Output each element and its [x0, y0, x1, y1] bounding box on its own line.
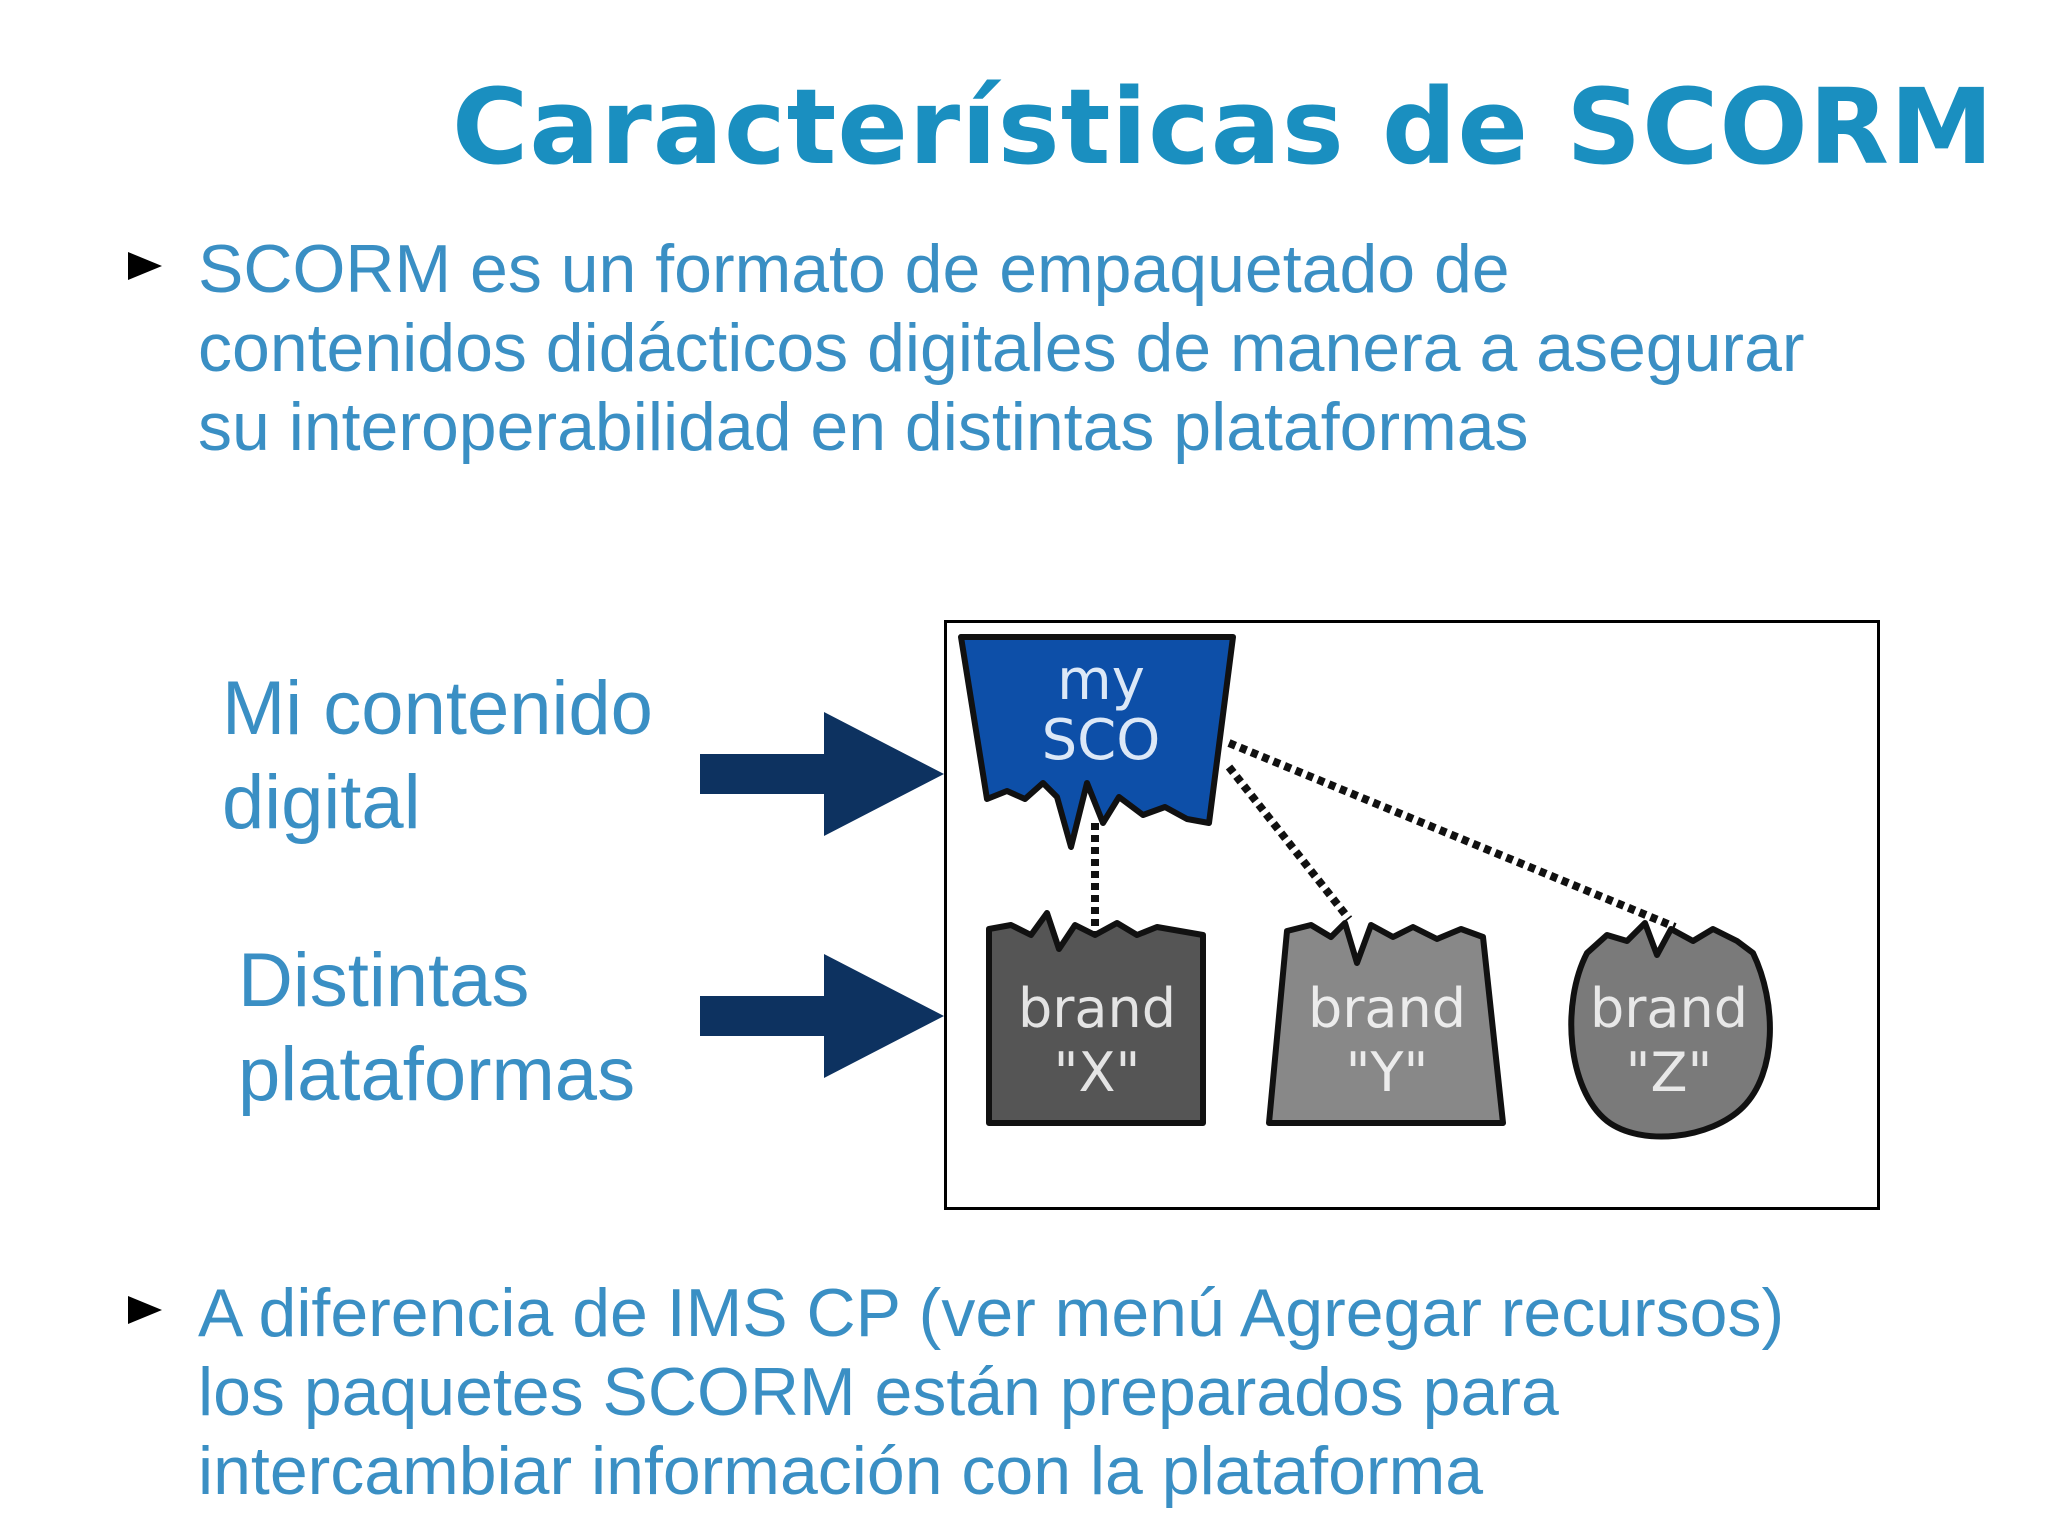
- bullet-text: A diferencia de IMS CP (ver menú Agregar…: [198, 1274, 1998, 1511]
- connector-lines: [1091, 739, 1677, 935]
- bullet-triangle-icon: [128, 1296, 162, 1324]
- brand-z-shape: brand "Z": [1568, 920, 1773, 1140]
- label-platforms: Distintas plataformas: [238, 934, 635, 1122]
- brand-z-line2: "Z": [1626, 1041, 1713, 1104]
- label-line: Mi contenido: [222, 666, 653, 751]
- sco-label-line1: my: [1057, 648, 1145, 713]
- brand-z-line1: brand: [1590, 977, 1748, 1040]
- label-line: Distintas: [238, 938, 530, 1023]
- bullet-text: SCORM es un formato de empaquetado de co…: [198, 230, 1998, 467]
- bullet-line: los paquetes SCORM están preparados para: [198, 1354, 1559, 1430]
- scorm-diagram-graphic: my SCO brand "X" brand "Y" brand "Z": [958, 634, 1773, 1140]
- label-line: plataformas: [238, 1032, 636, 1117]
- bullet-triangle-icon: [128, 252, 162, 280]
- arrow-right-icon: [700, 954, 944, 1078]
- brand-x-line2: "X": [1054, 1041, 1141, 1104]
- bullet-line: su interoperabilidad en distintas plataf…: [198, 389, 1529, 465]
- brand-y-line1: brand: [1308, 977, 1466, 1040]
- arrow-right-icon: [700, 712, 944, 836]
- bullet-line: A diferencia de IMS CP (ver menú Agregar…: [198, 1275, 1785, 1351]
- brand-x-shape: brand "X": [986, 910, 1206, 1126]
- bullet-line: contenidos didácticos digitales de maner…: [198, 310, 1805, 386]
- slide-title: Características de SCORM: [452, 66, 1995, 188]
- brand-y-shape: brand "Y": [1266, 920, 1506, 1126]
- scorm-diagram: my SCO brand "X" brand "Y" brand "Z": [944, 620, 1880, 1210]
- bullet-line: SCORM es un formato de empaquetado de: [198, 231, 1510, 307]
- label-line: digital: [222, 760, 421, 845]
- sco-shape: my SCO: [958, 634, 1236, 850]
- brand-x-line1: brand: [1018, 977, 1176, 1040]
- label-content: Mi contenido digital: [222, 662, 653, 850]
- bullet-line: intercambiar información con la platafor…: [198, 1433, 1484, 1509]
- sco-label-line2: SCO: [1042, 708, 1161, 773]
- brand-y-line2: "Y": [1346, 1041, 1429, 1104]
